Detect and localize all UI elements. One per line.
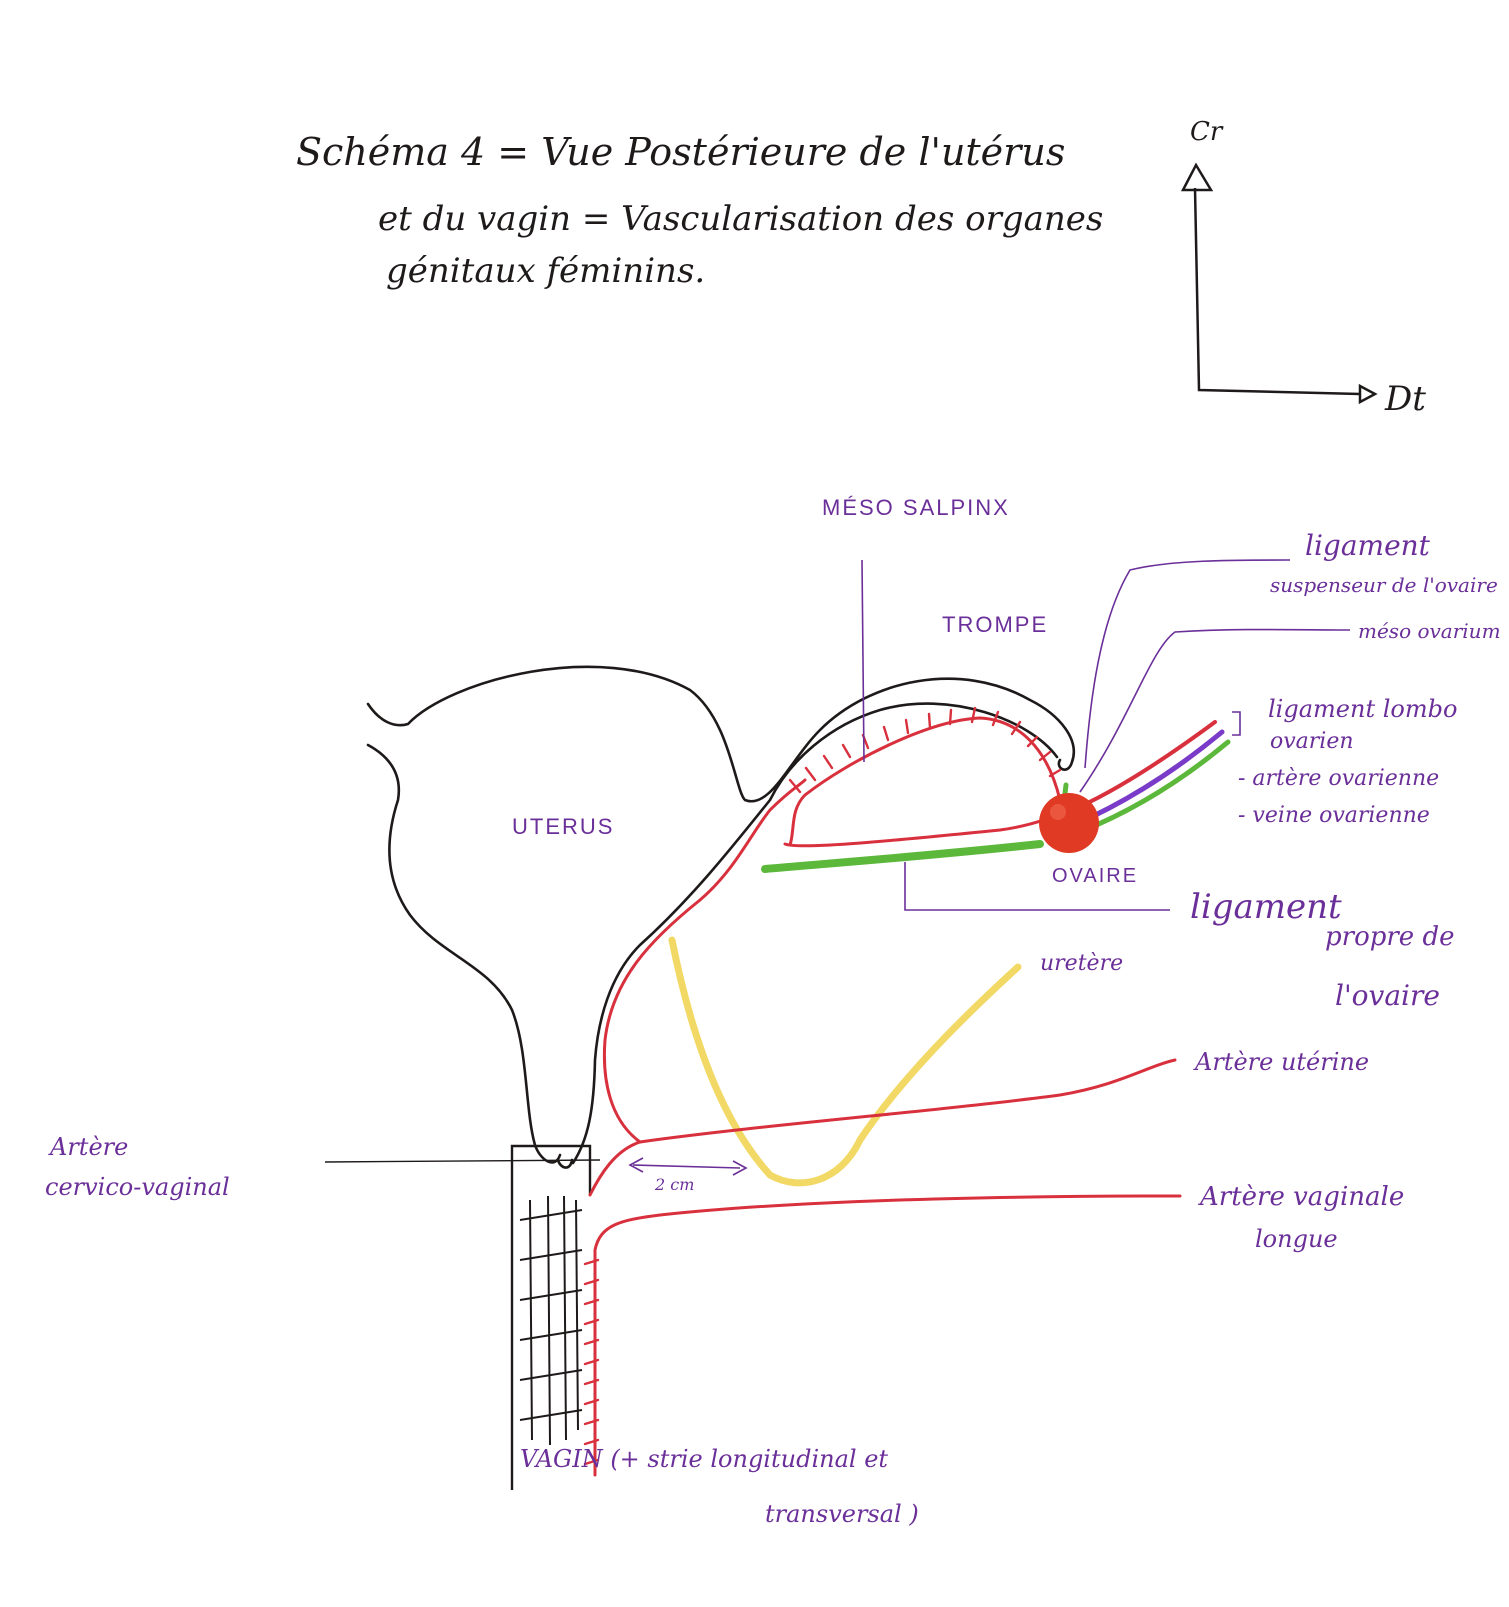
axes-lines [1193, 187, 1361, 396]
title-line-1: Schéma 4 = Vue Postérieure de l'utérus [296, 130, 1065, 174]
meso-salpinx-pointer [861, 559, 865, 763]
label-uretere: uretère [1040, 951, 1123, 976]
vagina [510, 1144, 592, 1490]
distance-arrow-right-icon [732, 1160, 748, 1176]
orientation-axes [1180, 162, 1378, 405]
label-artere-vaginale-1: Artère vaginale [1198, 1182, 1404, 1212]
ovary-highlight [1050, 804, 1066, 820]
label-uterus: UTERUS [512, 814, 614, 839]
label-artere-cervico-2: cervico-vaginal [45, 1173, 230, 1201]
pointer-lines [628, 559, 1351, 1176]
lombo-ovarian-ligament [1077, 739, 1231, 835]
uterine-artery-ascending [602, 778, 807, 1144]
arteries [583, 706, 1217, 1477]
label-vagin-2: transversal ) [765, 1500, 919, 1528]
label-trompe: TROMPE [942, 612, 1048, 637]
label-meso-ovarium: méso ovarium [1358, 619, 1501, 643]
tubal-arcade-branches [788, 706, 1062, 794]
uterine-artery-trunk [588, 1058, 1177, 1197]
label-ligament-propre-2: propre de [1325, 922, 1454, 952]
label-lombo-1: ligament lombo [1268, 695, 1457, 723]
vaginal-artery [593, 1194, 1182, 1477]
axis-label-up: Cr [1190, 117, 1224, 147]
diagram-title: Schéma 4 = Vue Postérieure de l'utérus e… [296, 130, 1103, 291]
cervix-notch [556, 1158, 574, 1169]
label-ligament-propre-1: ligament [1190, 887, 1342, 927]
lombo-ovarien-bracket [1232, 711, 1241, 736]
ureter [668, 936, 1022, 1187]
arrow-right-icon [1358, 383, 1378, 405]
label-meso-salpinx: MÉSO SALPINX [822, 495, 1010, 520]
labels: MÉSO SALPINX TROMPE UTERUS OVAIRE ligame… [45, 495, 1501, 1528]
vagina-outline [510, 1144, 592, 1490]
title-line-2: et du vagin = Vascularisation des organe… [378, 199, 1103, 239]
label-artere-vaginale-2: longue [1255, 1225, 1338, 1253]
proper-ovarian-ligament [761, 840, 1044, 873]
axis-label-right: Dt [1384, 379, 1426, 419]
meso-ovarium-pointer [1079, 628, 1351, 793]
ligament-suspenseur-pointer [1084, 559, 1291, 769]
uterus-right-body [571, 702, 1059, 1165]
title-line-3: génitaux féminins. [386, 251, 705, 291]
ligament-propre-pointer [904, 862, 1170, 911]
label-lombo-2: ovarien [1270, 729, 1354, 754]
label-lombo-4: - veine ovarienne [1238, 803, 1430, 828]
distance-measure-line [632, 1164, 741, 1169]
uterus-left-body [366, 743, 562, 1164]
vagina-transversal-striae [519, 1209, 583, 1421]
arrow-up-icon [1180, 162, 1214, 192]
label-ligament-propre-3: l'ovaire [1335, 979, 1440, 1012]
vagina-longitudinal-striae [529, 1195, 579, 1446]
label-vagin-1: VAGIN (+ strie longitudinal et [520, 1445, 888, 1473]
distance-arrow-left-icon [628, 1157, 644, 1173]
label-artere-uterine: Artère utérine [1193, 1048, 1369, 1076]
uterus-fundus-and-tube [366, 665, 1075, 803]
label-lombo-3: - artère ovarienne [1238, 766, 1439, 791]
label-ovaire: OVAIRE [1052, 865, 1138, 887]
vaginal-artery-branches [583, 1258, 600, 1466]
ovary [1039, 793, 1099, 853]
cervico-vaginal-pointer [324, 1159, 601, 1163]
label-ligament-suspenseur-1: ligament [1305, 529, 1431, 562]
utero-ovarian-anastomosis [783, 813, 1062, 848]
label-artere-cervico-1: Artère [48, 1133, 128, 1161]
label-ligament-suspenseur-2: suspenseur de l'ovaire [1270, 573, 1498, 597]
label-distance: 2 cm [654, 1175, 694, 1194]
